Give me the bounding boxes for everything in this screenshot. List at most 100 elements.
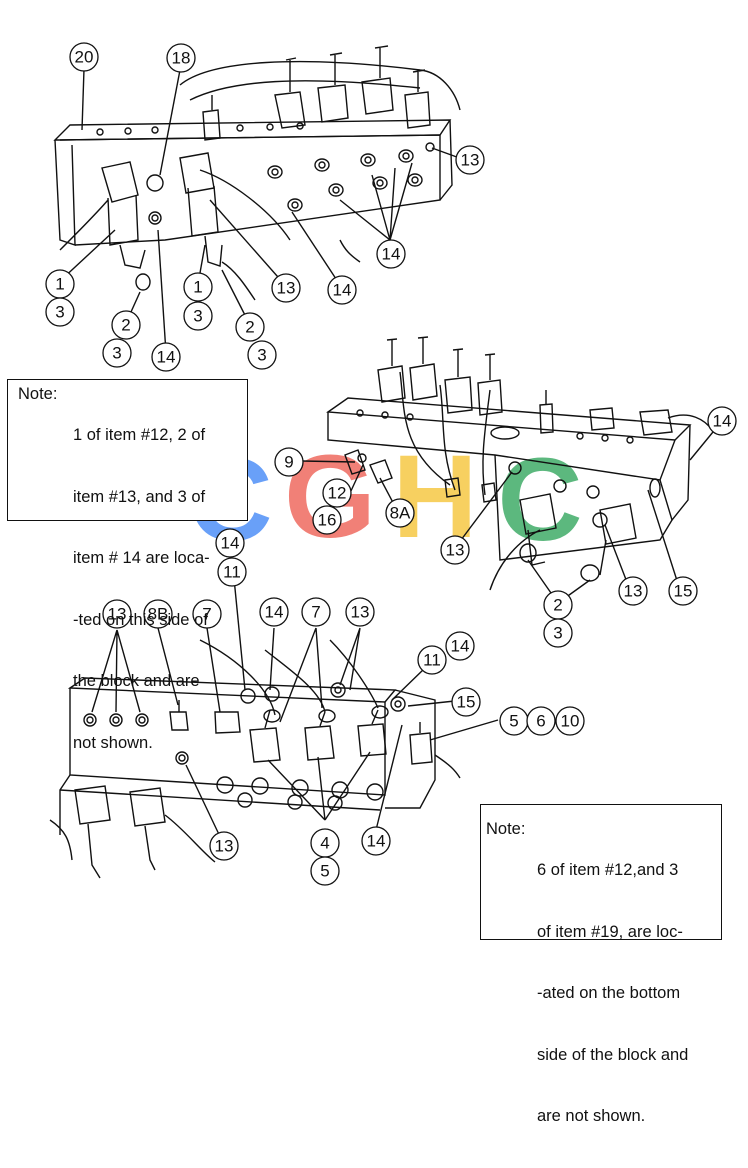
callout-1-left: 1: [45, 269, 75, 299]
callout-14-left-text: 14: [157, 348, 176, 367]
callout-1-mid-text: 1: [193, 278, 202, 297]
callout-4-text: 4: [320, 834, 329, 853]
callout-15-middle-text: 15: [674, 582, 693, 601]
callout-14-mid: 14: [327, 275, 357, 305]
callout-11-bottom-a: 11: [217, 557, 247, 587]
note-box-side-line: 1 of item #12, 2 of: [73, 426, 206, 444]
callout-16-text: 16: [318, 511, 337, 530]
callout-14-bottom-a-text: 14: [221, 534, 240, 553]
callout-14-bottom-b: 14: [259, 597, 289, 627]
note-box-bottom: Note: 6 of item #12,and 3 of item #19, a…: [480, 804, 722, 1125]
callout-5-bottom-text: 5: [320, 862, 329, 881]
callout-2-middle-text: 2: [553, 596, 562, 615]
note-box-bottom-line: -ated on the bottom: [537, 984, 681, 1002]
note-box-side-line: item # 14 are loca-: [73, 549, 210, 567]
callout-14-top-right-text: 14: [382, 245, 401, 264]
note-box-bottom-line: 6 of item #12,and 3: [537, 861, 679, 879]
callout-7-left-text: 7: [202, 605, 211, 624]
callout-14-bottom-d: 14: [361, 826, 391, 856]
callout-13-bottom: 13: [209, 831, 239, 861]
callout-14-left: 14: [151, 342, 181, 372]
note-box-side-line: item #13, and 3 of: [73, 487, 206, 506]
watermark-letter-4: C: [497, 434, 582, 566]
callout-13-bottom-text: 13: [215, 837, 234, 856]
callout-13-bottom-left-text: 13: [108, 605, 127, 624]
callout-18: 18: [166, 43, 196, 73]
callout-3-middle-text: 3: [553, 624, 562, 643]
callout-14-right: 14: [707, 406, 737, 436]
callout-13-bottom-mid-text: 13: [351, 603, 370, 622]
callout-13-middle-text: 13: [446, 541, 465, 560]
callout-3-middle: 3: [543, 618, 573, 648]
callout-15-bottom-text: 15: [457, 693, 476, 712]
callout-13-middle-right-text: 13: [624, 582, 643, 601]
callout-5-right-text: 5: [509, 712, 518, 731]
callout-14-bottom-d-text: 14: [367, 832, 386, 851]
callout-13-middle: 13: [440, 535, 470, 565]
callout-3-mid-b: 3: [247, 340, 277, 370]
callout-2-mid: 2: [235, 312, 265, 342]
callout-8a-text: 8A: [390, 504, 411, 523]
callout-8a: 8A: [385, 498, 415, 528]
callout-10-text: 10: [561, 712, 580, 731]
callout-14-bottom-c: 14: [445, 631, 475, 661]
callout-13-bottom-left: 13: [102, 599, 132, 629]
callout-9-text: 9: [284, 453, 293, 472]
note-box-side-line: not shown.: [73, 733, 153, 752]
callout-3-left-b: 3: [102, 338, 132, 368]
note-box-side-line: -ted on this side of: [73, 610, 208, 629]
callout-3-left-text: 3: [55, 303, 64, 322]
callout-labels: 20 18 13 14 1 3 2 3 14 1 3 13 2 3 14 14 …: [45, 42, 737, 886]
callout-12: 12: [322, 478, 352, 508]
callout-7-left: 7: [192, 599, 222, 629]
callout-2-mid-text: 2: [245, 318, 254, 337]
note-box-side-heading: Note:: [18, 385, 58, 403]
callout-16: 16: [312, 505, 342, 535]
callout-6-text: 6: [536, 712, 545, 731]
callout-11-bottom-b: 11: [417, 645, 447, 675]
parts-diagram: C G H C: [7, 42, 737, 1125]
callout-5-bottom: 5: [310, 856, 340, 886]
callout-7-right-text: 7: [311, 603, 320, 622]
callout-20-text: 20: [75, 48, 94, 67]
callout-20: 20: [69, 42, 99, 72]
callout-2-left-text: 2: [121, 316, 130, 335]
callout-14-right-text: 14: [713, 412, 732, 431]
callout-4: 4: [310, 828, 340, 858]
callout-18-text: 18: [172, 49, 191, 68]
callout-14-bottom-b-text: 14: [265, 603, 284, 622]
callout-7-right: 7: [301, 597, 331, 627]
callout-14-bottom-c-text: 14: [451, 637, 470, 656]
callout-13-mid-text: 13: [277, 279, 296, 298]
callout-10: 10: [555, 706, 585, 736]
callout-3-left-b-text: 3: [112, 344, 121, 363]
callout-13-top-right-text: 13: [461, 151, 480, 170]
note-box-side-text: 1 of item #12, 2 of item #13, and 3 of i…: [73, 384, 210, 794]
callout-13-bottom-mid: 13: [345, 597, 375, 627]
callout-12-text: 12: [328, 484, 347, 503]
callout-3-mid-b-text: 3: [257, 346, 266, 365]
callout-5-right: 5: [499, 706, 529, 736]
callout-13-top-right: 13: [455, 145, 485, 175]
callout-15-bottom: 15: [451, 687, 481, 717]
callout-8b-text: 8B: [148, 605, 169, 624]
callout-11-bottom-b-text: 11: [423, 651, 441, 670]
callout-14-top-right: 14: [376, 239, 406, 269]
callout-2-left: 2: [111, 310, 141, 340]
note-box-bottom-heading: Note:: [486, 820, 526, 838]
callout-3-left: 3: [45, 297, 75, 327]
note-box-bottom-line: side of the block and: [537, 1045, 689, 1064]
bottom-valve-block: [49, 557, 499, 879]
callout-11-bottom-a-text: 11: [223, 563, 241, 582]
callout-15-middle: 15: [668, 576, 698, 606]
callout-8b: 8B: [143, 599, 173, 629]
callout-2-middle: 2: [543, 590, 573, 620]
callout-1-left-text: 1: [55, 275, 64, 294]
note-box-bottom-line: of item #19, are loc-: [537, 922, 683, 941]
callout-13-mid: 13: [271, 273, 301, 303]
note-box-side-line: the block and are: [73, 672, 200, 690]
callout-6: 6: [526, 706, 556, 736]
callout-14-bottom-a: 14: [215, 528, 245, 558]
note-box-bottom-line: are not shown.: [537, 1107, 646, 1125]
callout-9: 9: [274, 447, 304, 477]
